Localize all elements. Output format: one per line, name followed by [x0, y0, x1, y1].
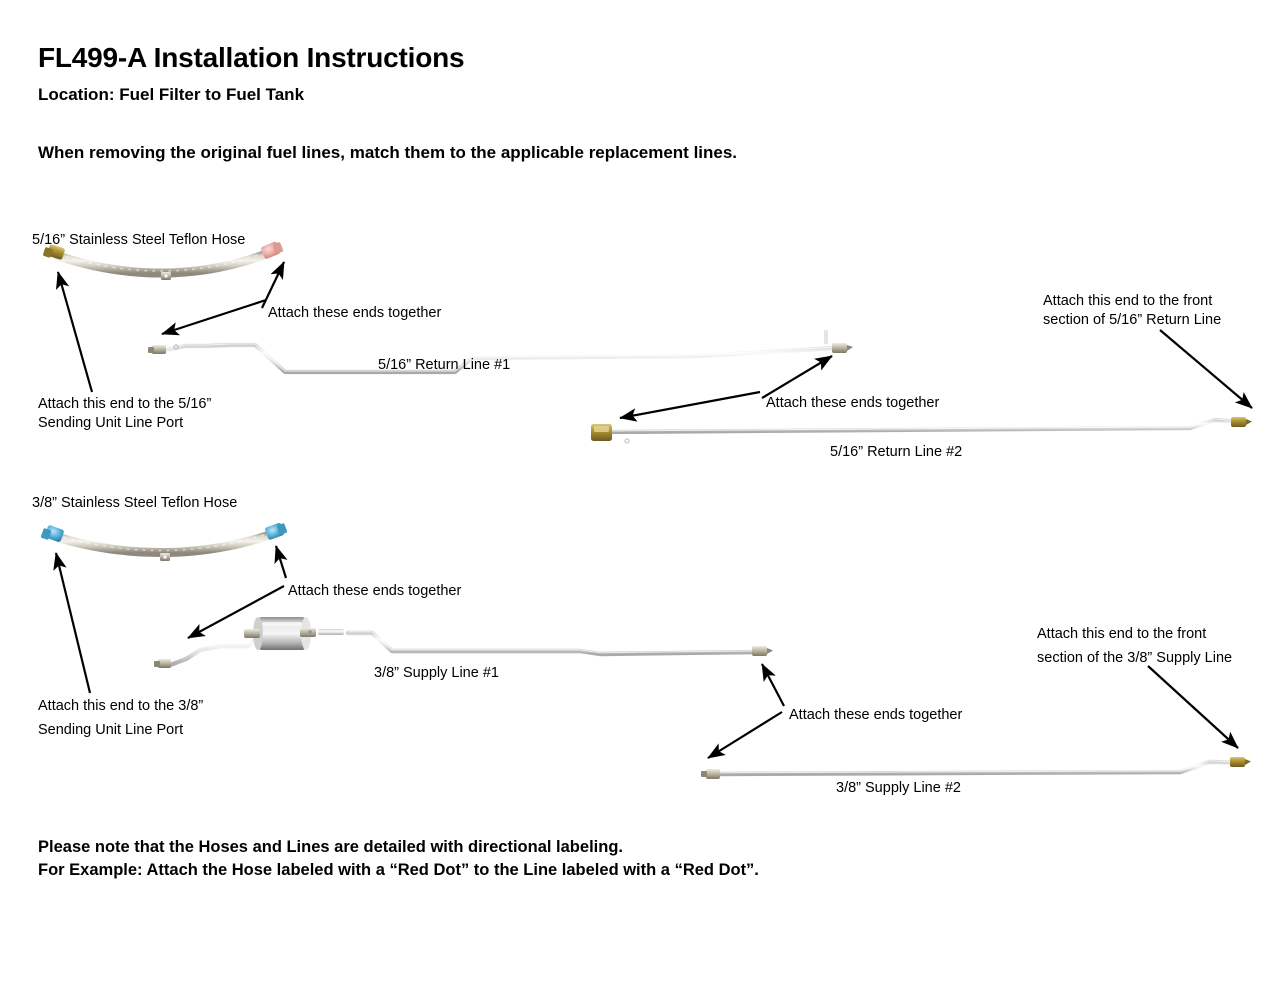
- supply-line-1-left-fitting: [154, 659, 171, 668]
- callout-r-attach-line1-to-line2: Attach these ends together: [766, 395, 940, 411]
- supply-line-2-right-fitting: [1230, 757, 1251, 767]
- instruction-text: When removing the original fuel lines, m…: [38, 143, 738, 162]
- arrow-r-line2-left: [619, 390, 761, 422]
- arrow-r-sending-unit: [55, 271, 94, 393]
- note-line-1: Please note that the Hoses and Lines are…: [38, 838, 623, 856]
- callout-r-front-section-line-2: section of 5/16” Return Line: [1043, 312, 1222, 328]
- page-title: FL499-A Installation Instructions: [38, 42, 465, 73]
- arrow-r-hose-right: [261, 261, 285, 309]
- arrow-s-line1-right: [761, 663, 785, 707]
- callout-r-attach-hose-to-line1: Attach these ends together: [268, 305, 442, 321]
- callout-s-attach-hose-to-line1: Attach these ends together: [288, 583, 462, 599]
- arrow-r-front-section: [1159, 329, 1253, 409]
- callout-s-sending-unit-line-2: Sending Unit Line Port: [38, 722, 184, 738]
- supply-line-1-right-fitting: [752, 646, 773, 656]
- note-line-2: For Example: Attach the Hose labeled wit…: [38, 861, 759, 879]
- supply-line-2-graphic: [701, 757, 1251, 779]
- return-line-1-right-fitting: [824, 330, 853, 353]
- return-line-2-graphic: [591, 417, 1252, 444]
- inline-fuel-filter: [244, 617, 344, 650]
- callout-r-sending-unit-line-2: Sending Unit Line Port: [38, 415, 184, 431]
- arrow-s-line2-left: [707, 711, 783, 759]
- callout-s-sending-unit-line-1: Attach this end to the 3/8”: [38, 698, 204, 714]
- label-supply-line-1: 3/8” Supply Line #1: [374, 665, 499, 681]
- callout-s-attach-line1-to-line2: Attach these ends together: [789, 707, 963, 723]
- label-hose-3-8: 3/8” Stainless Steel Teflon Hose: [32, 495, 238, 511]
- arrow-r-line1-right: [761, 355, 833, 399]
- label-return-line-2: 5/16” Return Line #2: [830, 444, 963, 460]
- location-subtitle: Location: Fuel Filter to Fuel Tank: [38, 85, 305, 104]
- arrow-r-line1-left: [161, 298, 267, 336]
- label-return-line-1: 5/16” Return Line #1: [378, 357, 511, 373]
- hose-3-8-right-fitting-blue-dot: [265, 522, 288, 540]
- arrow-s-front-section: [1147, 665, 1239, 749]
- hose-3-8-left-fitting-blue-dot: [40, 525, 64, 542]
- callout-r-front-section-line-1: Attach this end to the front: [1043, 293, 1213, 309]
- label-supply-line-2: 3/8” Supply Line #2: [836, 780, 961, 796]
- return-line-2-right-fitting: [1231, 417, 1252, 427]
- callout-r-sending-unit-line-1: Attach this end to the 5/16”: [38, 396, 212, 412]
- arrow-s-hose-right: [274, 545, 288, 579]
- return-line-1-left-fitting: [148, 344, 179, 354]
- callout-s-front-section-line-1: Attach this end to the front: [1037, 626, 1207, 642]
- hose-3-8-graphic: [40, 522, 288, 561]
- label-hose-5-16: 5/16” Stainless Steel Teflon Hose: [32, 232, 246, 248]
- arrow-s-line1-left: [187, 585, 285, 639]
- hose-5-16-right-fitting-red-dot: [261, 241, 284, 259]
- supply-line-1-graphic: [154, 617, 773, 668]
- arrow-s-sending-unit: [53, 552, 92, 694]
- return-line-2-left-fitting: [591, 424, 630, 444]
- supply-line-2-left-fitting: [701, 769, 720, 779]
- callout-s-front-section-line-2: section of the 3/8” Supply Line: [1037, 650, 1233, 666]
